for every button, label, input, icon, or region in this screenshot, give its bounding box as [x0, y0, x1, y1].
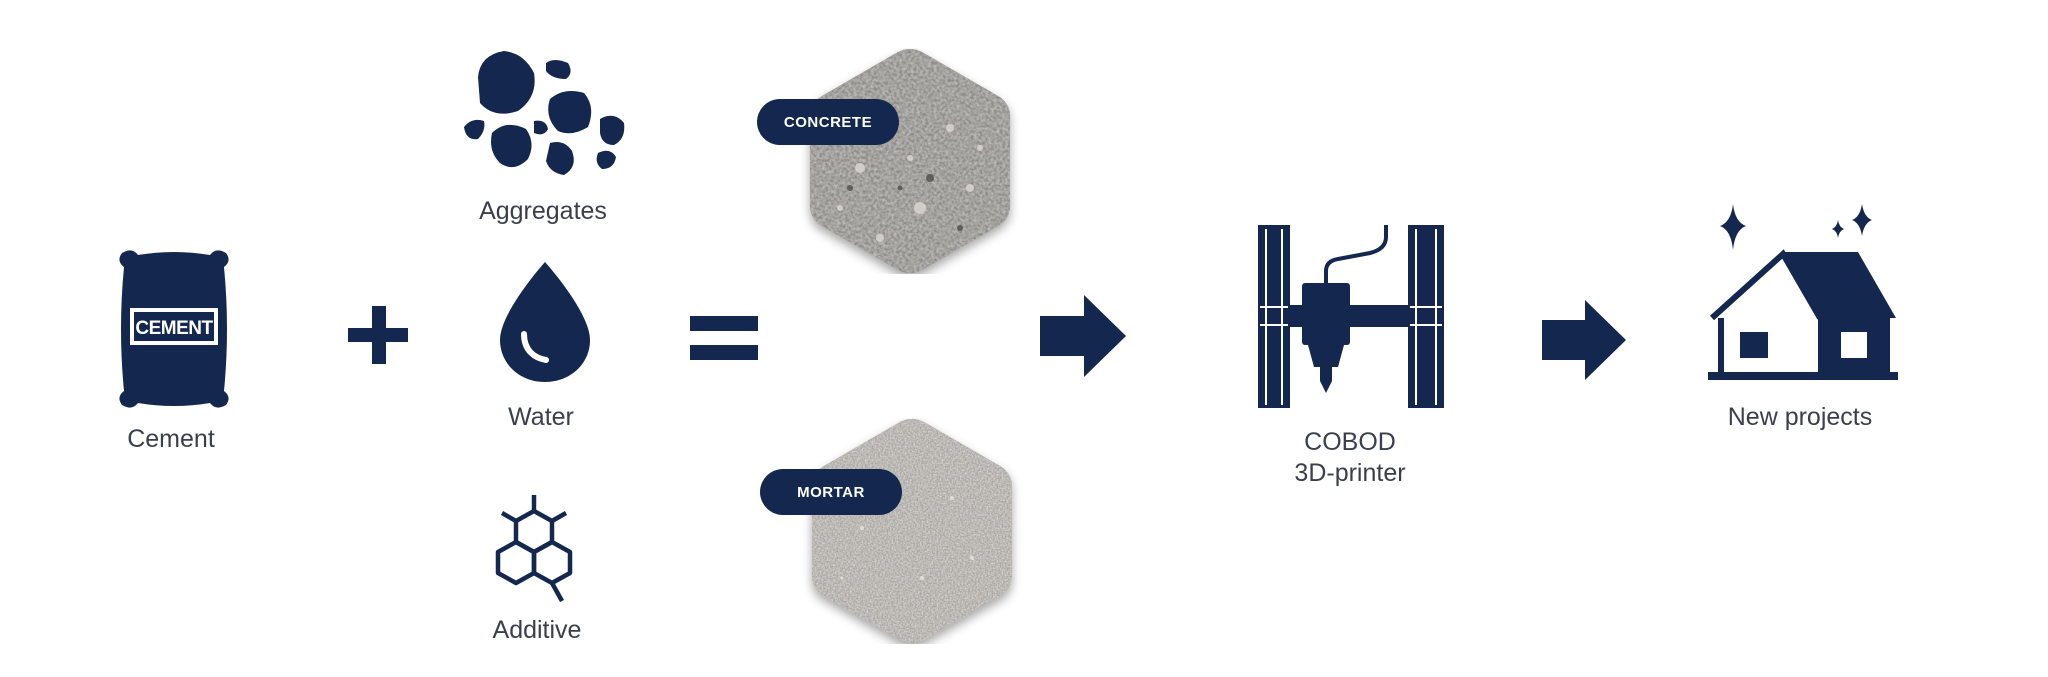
bag-label: CEMENT: [135, 318, 213, 339]
3d-printer-icon: [1258, 225, 1444, 408]
mortar-badge: MORTAR: [760, 469, 902, 515]
molecule-icon: [488, 491, 598, 611]
house-sparkle-icon: [1708, 200, 1898, 380]
cement-bag-icon: CEMENT: [110, 245, 238, 413]
arrow-right-icon: [1040, 295, 1126, 377]
mortar-hexagon: [802, 418, 1022, 644]
plus-icon: [348, 306, 408, 364]
arrow-right-icon: [1542, 300, 1626, 380]
cement-label: Cement: [127, 425, 215, 453]
water-label: Water: [508, 403, 574, 431]
printer-label-line2: 3D-printer: [1294, 459, 1406, 487]
printer-label-line1: COBOD: [1304, 428, 1396, 456]
rocks-icon: [458, 47, 636, 182]
additive-label: Additive: [492, 616, 582, 644]
concrete-badge: CONCRETE: [757, 99, 899, 145]
concrete-hexagon: [800, 48, 1020, 274]
projects-label: New projects: [1727, 403, 1873, 431]
aggregates-label: Aggregates: [479, 197, 607, 225]
water-drop-icon: [500, 262, 590, 382]
equals-icon: [690, 316, 758, 360]
